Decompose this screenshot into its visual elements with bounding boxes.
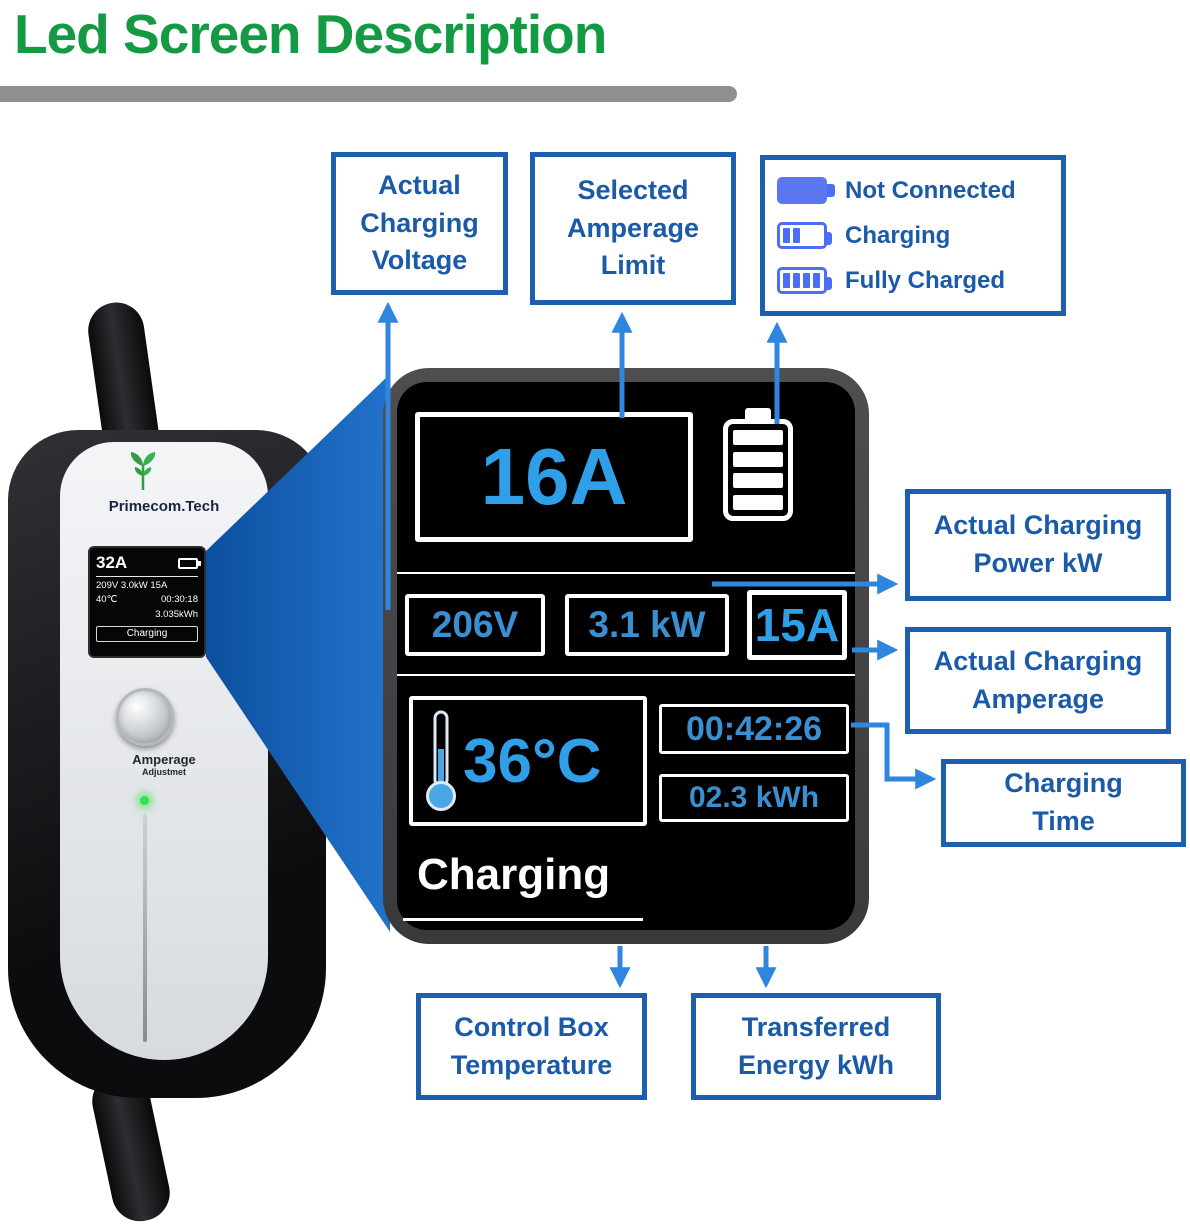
led-light-strip [143, 814, 147, 1042]
button-label-line2: Adjustmet [141, 767, 186, 777]
thermometer-icon [426, 710, 456, 811]
zoom-beam [206, 374, 390, 932]
legend-label-not-connected: Not Connected [845, 176, 1016, 204]
charging-time-value: 00:42:26 [685, 709, 823, 748]
legend-row-charging: Charging [777, 222, 1049, 250]
amperage-display: 15A [747, 590, 847, 660]
mini-screen-top-row: 32A [96, 553, 201, 573]
selected-amperage-display: 16A [415, 412, 693, 542]
temperature-display: 36°C [409, 696, 647, 826]
legend-label-charging: Charging [845, 221, 951, 249]
battery-legend: Not Connected Charging Fully Charged [760, 155, 1066, 316]
screen-divider-top [397, 572, 855, 574]
led-screen: 16A 206V 3.1 kW 15A 36°C 00:42:26 02.3 k… [397, 382, 855, 930]
charging-battery-icon [777, 222, 832, 249]
temperature-value: 36°C [463, 726, 602, 796]
legend-label-fully-charged: Fully Charged [845, 266, 1006, 294]
mini-amperage-value: 32A [96, 553, 128, 572]
title-underline-bar [0, 86, 737, 102]
callout-selected-amperage-limit: Selected Amperage Limit [530, 152, 736, 305]
legend-row-fully-charged: Fully Charged [777, 267, 1049, 295]
screen-divider-middle [397, 674, 855, 676]
voltage-display: 206V [405, 594, 545, 656]
primecom-plant-logo-icon [120, 450, 166, 497]
mini-temperature-value: 40℃ [96, 594, 118, 606]
selected-amperage-value: 16A [480, 432, 628, 521]
voltage-value: 206V [431, 604, 519, 645]
charging-time-display: 00:42:26 [659, 704, 849, 754]
amperage-adjust-button [116, 688, 174, 746]
mini-time-value: 00:30:18 [161, 594, 198, 606]
not-connected-battery-icon [777, 177, 835, 204]
callout-actual-charging-voltage: Actual Charging Voltage [331, 152, 508, 295]
button-label: Amperage Adjustmet [60, 752, 268, 777]
callout-control-box-temperature: Control Box Temperature [416, 993, 647, 1100]
mini-charging-status: Charging [96, 625, 198, 642]
energy-display: 02.3 kWh [659, 774, 849, 822]
callout-actual-charging-power: Actual Charging Power kW [905, 489, 1171, 601]
legend-row-not-connected: Not Connected [777, 177, 1049, 205]
page-title: Led Screen Description [14, 3, 607, 65]
battery-nub [745, 408, 771, 419]
brand-name: Primecom.Tech [108, 498, 220, 515]
button-label-line1: Amperage [132, 752, 196, 767]
screen-divider-bottom [403, 918, 643, 921]
charging-status-text: Charging [417, 850, 611, 899]
power-value: 3.1 kW [588, 604, 706, 645]
mini-screen-row3: 40℃ 00:30:18 [96, 593, 198, 607]
mini-battery-icon [178, 557, 201, 569]
fully-charged-battery-icon [777, 267, 832, 294]
callout-transferred-energy: Transferred Energy kWh [691, 993, 941, 1100]
mini-energy-value: 3.035kWh [155, 608, 198, 620]
callout-charging-time: Charging Time [941, 759, 1186, 847]
power-display: 3.1 kW [565, 594, 729, 656]
mini-stats-line: 209V 3.0kW 15A [96, 580, 168, 591]
device-lcd-screen: 32A 209V 3.0kW 15A 40℃ 00:30:18 3.035kWh… [88, 546, 206, 658]
callout-actual-charging-amperage: Actual Charging Amperage [905, 627, 1171, 734]
amperage-value: 15A [754, 599, 840, 651]
battery-body [723, 419, 793, 521]
battery-status-icon [723, 408, 793, 521]
status-led [140, 796, 149, 805]
mini-screen-divider [96, 576, 198, 577]
energy-value: 02.3 kWh [688, 781, 820, 814]
